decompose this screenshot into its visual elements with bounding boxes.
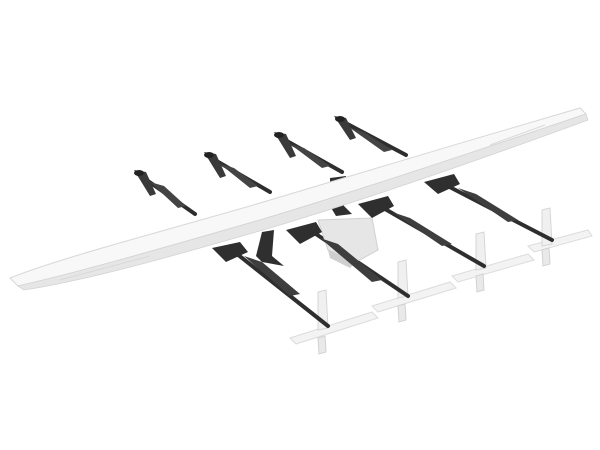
rear-propeller-3 <box>358 196 452 246</box>
tail-assemblies <box>289 207 593 355</box>
tail-unit-2 <box>371 259 457 323</box>
rear-propeller-1 <box>212 242 300 296</box>
front-propeller-1 <box>134 170 186 208</box>
rear-propellers <box>212 174 518 296</box>
tail-unit-4 <box>527 207 593 267</box>
rear-propeller-4 <box>424 174 518 222</box>
rear-propeller-2 <box>286 222 382 282</box>
front-propeller-3 <box>274 132 330 168</box>
front-propellers <box>134 116 392 208</box>
front-propeller-4 <box>334 116 392 152</box>
front-propeller-2 <box>204 152 258 188</box>
tail-unit-1 <box>289 289 379 355</box>
tail-unit-3 <box>451 231 535 293</box>
main-wing <box>9 107 589 291</box>
